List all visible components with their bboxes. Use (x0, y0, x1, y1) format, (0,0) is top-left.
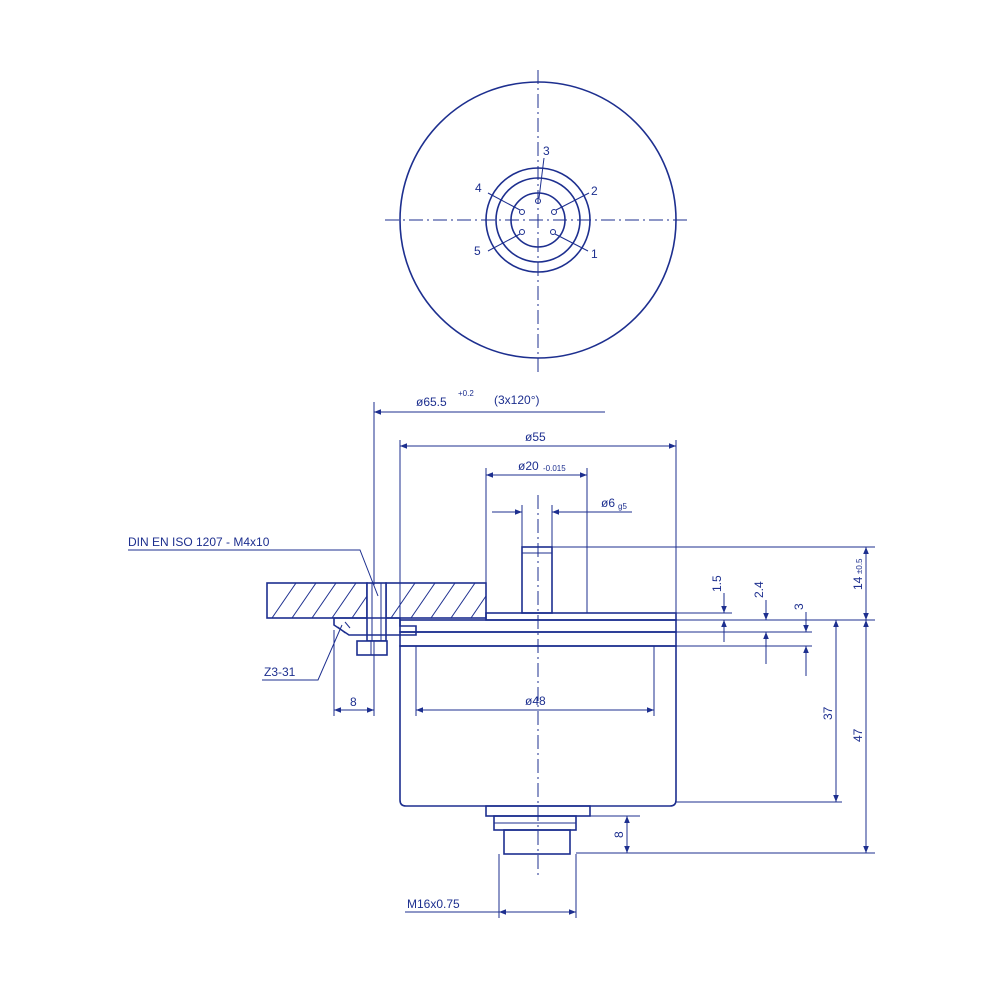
pin-2-dot (551, 209, 557, 215)
dim-base-dia: ø48 (525, 694, 546, 708)
pin-5-dot (519, 229, 525, 235)
dim-shaft-tol: g5 (618, 502, 627, 511)
side-view (266, 495, 677, 875)
pin-1-leader (554, 233, 589, 252)
dim-clamp-offset: 8 (350, 695, 357, 709)
mounting-screw (356, 582, 388, 656)
connector-body (503, 829, 571, 855)
callout-screw-spec: DIN EN ISO 1207 - M4x10 (128, 535, 270, 549)
callout-screw-leader (128, 549, 379, 597)
dim-flange-tol: +0.2 (458, 389, 474, 398)
dim-body-dia: ø55 (525, 430, 546, 444)
screw-head (356, 640, 388, 656)
dim-flange-dia: ø65.5 (416, 395, 447, 409)
callout-clamp-part: Z3-31 (264, 665, 296, 679)
plate-hatching (271, 582, 487, 619)
dimensions: ø65.5 +0.2 (3x120°) ø55 ø20 -0.015 ø6 g5… (333, 389, 875, 918)
dim-flange-step: 2.4 (752, 581, 766, 598)
pin-3-label: 3 (543, 144, 550, 158)
encoder-hub (485, 612, 677, 621)
dim-shaft-dia: ø6 (601, 496, 615, 510)
dim-hub-tol: -0.015 (543, 464, 566, 473)
pin-4-leader (487, 192, 521, 211)
connector-middle-ring (495, 177, 581, 263)
connector-inner-ring (510, 192, 566, 248)
dim-connector-height: 8 (612, 831, 626, 838)
pin-5-leader (487, 233, 521, 252)
dim-shaft-height-tol: ±0.5 (855, 558, 864, 574)
dim-flange-pattern: (3x120°) (494, 393, 540, 407)
pin-4-dot (519, 209, 525, 215)
dim-total-height: 47 (851, 728, 865, 742)
pin-5-label: 5 (474, 244, 481, 258)
pin-4-label: 4 (475, 181, 482, 195)
pin-2-label: 2 (591, 184, 598, 198)
dim-body-height: 37 (821, 706, 835, 720)
dim-shaft-height: 14 (851, 576, 865, 590)
dim-thread: M16x0.75 (407, 897, 460, 911)
dim-hub-dia: ø20 (518, 459, 539, 473)
encoder-shaft (521, 546, 553, 614)
pin-1-dot (550, 229, 556, 235)
dim-flange-thickness: 3 (792, 603, 806, 610)
pin-1-label: 1 (591, 247, 598, 261)
top-view: 1 2 3 4 5 (385, 70, 690, 372)
callouts: DIN EN ISO 1207 - M4x10 Z3-31 (128, 535, 379, 681)
pin-2-leader (555, 192, 590, 211)
connector-outer-ring (485, 167, 591, 273)
pin-3-dot (535, 198, 541, 204)
pin-3-leader (538, 157, 545, 199)
encoder-body (399, 645, 677, 807)
connector-pins (519, 198, 557, 235)
callout-clamp-leader (262, 624, 343, 681)
dim-hub-height: 1.5 (710, 575, 724, 592)
